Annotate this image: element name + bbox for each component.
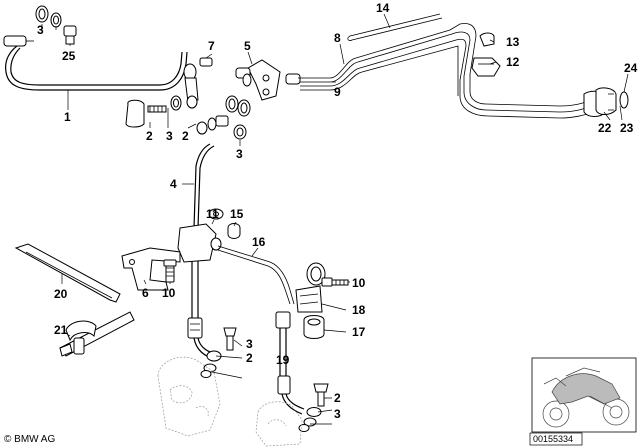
callout-21: 21 — [54, 323, 68, 337]
callout-7: 7 — [208, 39, 215, 53]
callout-3: 3 — [166, 129, 173, 143]
callout-3: 3 — [37, 23, 44, 37]
banjo-bolt-washers-left-bottom[interactable] — [200, 327, 237, 378]
fittings-22-23-24[interactable] — [583, 87, 629, 117]
callout-15: 15 — [230, 207, 244, 221]
bracket-18-grommet-17[interactable] — [295, 262, 326, 339]
callout-25: 25 — [62, 49, 76, 63]
callout-2: 2 — [146, 129, 153, 143]
bolt-washers-2-3-center[interactable] — [125, 95, 251, 140]
callout-14: 14 — [376, 1, 390, 15]
callout-3: 3 — [334, 407, 341, 421]
brake-pipe-14[interactable] — [347, 13, 443, 41]
callout-22: 22 — [598, 121, 612, 135]
brake-hose-4[interactable] — [187, 143, 219, 361]
bolt-10-right[interactable] — [321, 277, 349, 287]
callout-17: 17 — [352, 325, 366, 339]
bolt-10-left[interactable] — [163, 259, 177, 283]
callout-20: 20 — [54, 287, 68, 301]
banjo-fitting-7[interactable] — [183, 57, 213, 109]
callout-10: 10 — [162, 286, 176, 300]
brake-bracket-5[interactable] — [235, 59, 301, 101]
banjo-bolt-washers-right-bottom[interactable] — [298, 383, 329, 432]
clip-12-bolt-13[interactable] — [471, 32, 501, 77]
callout-3: 3 — [236, 147, 243, 161]
callout-labels: 3 25 1 7 5 8 9 14 13 12 24 22 23 2 3 2 3… — [37, 1, 638, 421]
callout-2: 2 — [246, 351, 253, 365]
callout-13: 13 — [506, 35, 520, 49]
callout-5: 5 — [244, 39, 251, 53]
callout-3: 3 — [246, 337, 253, 351]
brake-pipe-9[interactable] — [300, 38, 603, 119]
cable-clip-21[interactable] — [59, 311, 135, 357]
callout-1: 1 — [64, 110, 71, 124]
ghost-caliper-right — [255, 401, 303, 447]
callout-16: 16 — [252, 235, 266, 249]
callout-19: 19 — [276, 353, 290, 367]
callout-6: 6 — [142, 286, 149, 300]
callout-4: 4 — [170, 177, 177, 191]
callout-8: 8 — [334, 31, 341, 45]
part-number: 00155334 — [533, 434, 573, 444]
callout-10: 10 — [352, 276, 366, 290]
brake-hose-1[interactable] — [3, 35, 188, 91]
callout-2: 2 — [182, 129, 189, 143]
callout-12: 12 — [506, 55, 520, 69]
callout-18: 18 — [352, 303, 366, 317]
copyright-text: © BMW AG — [4, 434, 55, 445]
cable-strap-20[interactable] — [14, 243, 121, 303]
callout-11: 11 — [206, 207, 219, 221]
brake-pipe-16[interactable] — [217, 245, 295, 305]
callout-23: 23 — [620, 121, 634, 135]
banjo-bolt-washers-topleft[interactable] — [35, 5, 77, 45]
part-number-box — [529, 432, 583, 446]
ghost-caliper-left — [157, 356, 221, 437]
callout-2: 2 — [334, 391, 341, 405]
callout-9: 9 — [334, 85, 341, 99]
leader-lines — [41, 13, 629, 425]
callout-24: 24 — [624, 61, 638, 75]
brake-distributor[interactable] — [177, 223, 222, 263]
brake-hose-19[interactable] — [275, 311, 305, 415]
motorcycle-thumbnail — [531, 357, 637, 433]
bracket-6[interactable] — [121, 247, 181, 291]
brake-pipe-8[interactable] — [298, 23, 601, 113]
washer-11-nut-15[interactable] — [208, 208, 241, 239]
